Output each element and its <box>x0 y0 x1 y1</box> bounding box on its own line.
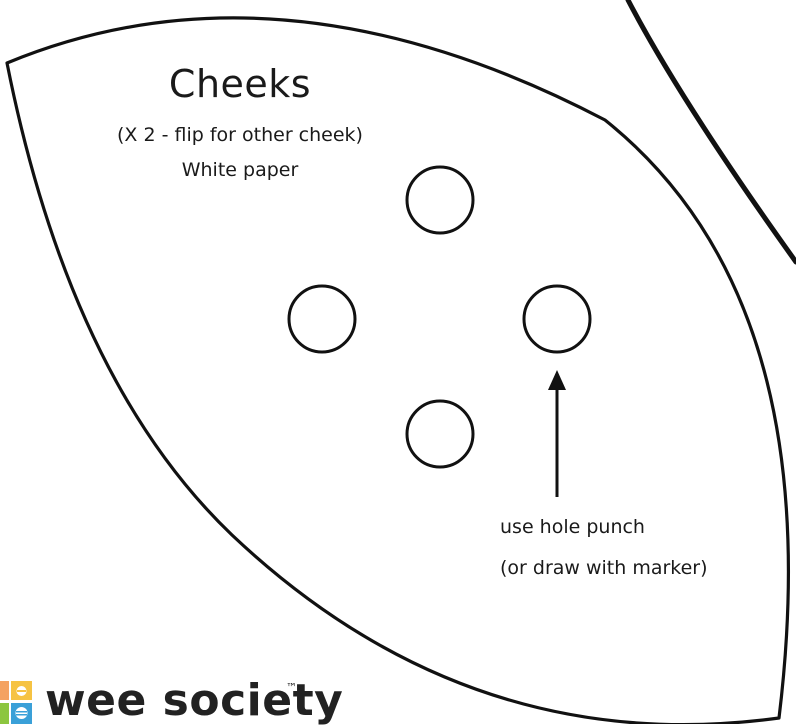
punch-hole-right <box>522 284 592 354</box>
cut-instruction: (X 2 - flip for other cheek) <box>117 124 363 146</box>
trademark-symbol: ™ <box>286 681 297 694</box>
material-note: White paper <box>181 159 299 181</box>
logo-mark-icon <box>0 681 32 724</box>
adjacent-piece-outline <box>625 0 796 265</box>
cheek-outline <box>5 16 791 724</box>
page-title: Cheeks <box>168 62 312 106</box>
punch-hole-top <box>405 165 475 235</box>
punch-hole-left <box>287 284 357 354</box>
hole-note-line1: use hole punch <box>500 516 645 538</box>
hole-note-line2: (or draw with marker) <box>500 557 708 579</box>
brand-name: wee society <box>45 675 344 726</box>
brand-logo: wee society ™ <box>0 675 343 726</box>
punch-hole-bottom <box>405 399 475 469</box>
arrow-head-icon <box>548 370 566 390</box>
